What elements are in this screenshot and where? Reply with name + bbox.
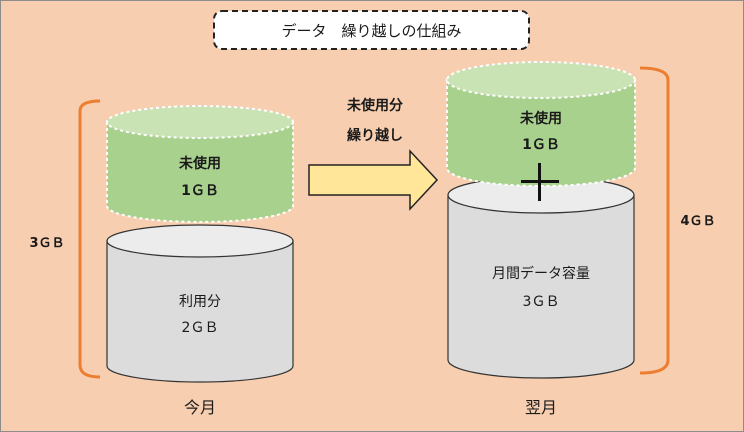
this-month-unused-amount: 1ＧＢ [181, 183, 219, 199]
next-month-label: 翌月 [524, 398, 557, 417]
diagram-title: データ 繰り越しの仕組み [281, 22, 462, 40]
this-month-unused-cylinder [106, 105, 294, 223]
next-month-carry-cylinder [446, 61, 636, 187]
title-box [213, 10, 530, 50]
this-month-label: 今月 [183, 398, 216, 417]
this-month-unused-label: 未使用 [179, 156, 221, 172]
next-month-carry-amount: 1ＧＢ [522, 137, 560, 153]
this-month-bracket [78, 99, 101, 379]
carry-over-arrow [308, 149, 439, 211]
next-month-capacity-amount: 3ＧＢ [522, 294, 560, 310]
next-month-carry-label: 未使用 [520, 111, 562, 127]
next-month-bracket [639, 66, 670, 375]
this-month-total: 3ＧＢ [29, 236, 65, 251]
next-month-total: 4ＧＢ [680, 214, 716, 229]
next-month-capacity-label: 月間データ容量 [492, 266, 590, 282]
arrow-text-line2: 繰り越し [347, 128, 403, 144]
this-month-used-cylinder [106, 224, 294, 383]
this-month-used-label: 利用分 [179, 294, 221, 310]
this-month-used-amount: 2ＧＢ [181, 320, 219, 336]
plus-icon [521, 163, 559, 201]
arrow-text-line1: 未使用分 [347, 98, 403, 114]
